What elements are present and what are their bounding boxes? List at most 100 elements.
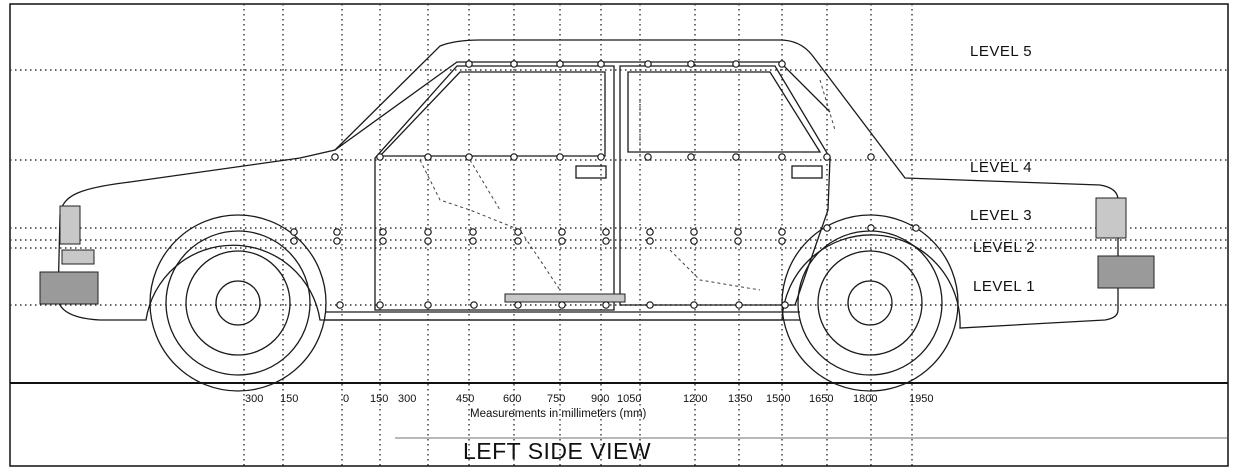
rear-bumper xyxy=(1097,255,1155,289)
measurement-point xyxy=(597,60,605,68)
axis-tick-label: 300 xyxy=(245,393,263,405)
front-hub xyxy=(215,280,261,326)
measurement-point xyxy=(556,60,564,68)
measurement-point xyxy=(331,153,339,161)
measurement-point xyxy=(336,301,344,309)
measurement-point xyxy=(379,228,387,236)
measurement-point xyxy=(690,237,698,245)
measurement-point xyxy=(465,60,473,68)
measurement-point xyxy=(781,301,789,309)
measurement-point xyxy=(778,228,786,236)
measurement-point xyxy=(867,224,875,232)
rear-window xyxy=(627,71,822,153)
measurement-point xyxy=(469,237,477,245)
front-wheel-arch xyxy=(149,214,327,392)
measurement-point xyxy=(333,228,341,236)
measurement-point xyxy=(867,153,875,161)
measurement-point xyxy=(690,228,698,236)
axis-tick-label: 600 xyxy=(503,393,521,405)
measurement-point xyxy=(690,301,698,309)
measurement-point xyxy=(510,153,518,161)
measurement-point xyxy=(644,153,652,161)
measurement-point xyxy=(556,153,564,161)
axis-tick-label: 150 xyxy=(370,393,388,405)
measurement-point xyxy=(470,301,478,309)
measurement-point xyxy=(778,60,786,68)
front-bumper xyxy=(39,271,99,305)
axis-tick-label: 900 xyxy=(591,393,609,405)
level-4-label: LEVEL 4 xyxy=(970,159,1032,176)
front-door-handle xyxy=(575,165,607,179)
rear-door xyxy=(619,65,831,306)
measurement-point xyxy=(687,60,695,68)
measurement-point xyxy=(602,301,610,309)
measurement-point xyxy=(424,237,432,245)
view-title: LEFT SIDE VIEW xyxy=(463,438,651,464)
level-3-label: LEVEL 3 xyxy=(970,207,1032,224)
frame xyxy=(9,3,1229,467)
measurement-point xyxy=(823,224,831,232)
measurement-point xyxy=(424,301,432,309)
measurement-point xyxy=(510,60,518,68)
floor-panel xyxy=(504,293,626,303)
axis-tick-label: 150 xyxy=(280,393,298,405)
measurement-point xyxy=(514,237,522,245)
front-door xyxy=(374,65,615,311)
axis-tick-label: 750 xyxy=(547,393,565,405)
measurement-point xyxy=(558,301,566,309)
front-wheel xyxy=(149,214,327,392)
level-2-label: LEVEL 2 xyxy=(973,239,1035,256)
measurement-point xyxy=(558,228,566,236)
measurement-point xyxy=(602,237,610,245)
measurement-point xyxy=(778,237,786,245)
level-1-label: LEVEL 1 xyxy=(973,278,1035,295)
measurement-point xyxy=(734,228,742,236)
measurement-point xyxy=(912,224,920,232)
measurement-point xyxy=(558,237,566,245)
axis-caption: Measurements in millimeters (mm) xyxy=(470,408,647,420)
measurement-point xyxy=(333,237,341,245)
measurement-point xyxy=(597,153,605,161)
measurement-point xyxy=(732,153,740,161)
rear-hub xyxy=(847,280,893,326)
measurement-point xyxy=(465,153,473,161)
seat-outline xyxy=(419,79,836,291)
measurement-point xyxy=(376,301,384,309)
measurement-point xyxy=(778,153,786,161)
measurement-point xyxy=(514,228,522,236)
rear-tire xyxy=(797,230,943,376)
rear-rim xyxy=(817,250,923,356)
axis-tick-label: 1950 xyxy=(909,393,933,405)
sill xyxy=(325,311,800,321)
rear-wheel-arch xyxy=(781,214,959,392)
measurement-point xyxy=(424,153,432,161)
axis-tick-label: 1500 xyxy=(766,393,790,405)
measurement-point xyxy=(646,237,654,245)
measurement-point xyxy=(823,153,831,161)
roofline-inner xyxy=(334,61,831,151)
car-outline xyxy=(57,39,1119,329)
measurement-point xyxy=(646,228,654,236)
axis-tick-label: 300 xyxy=(398,393,416,405)
car-body-outline xyxy=(57,39,1119,329)
axis-tick-label: 450 xyxy=(456,393,474,405)
measurement-point xyxy=(424,228,432,236)
measurement-point xyxy=(646,301,654,309)
front-turn-signal xyxy=(61,249,95,265)
measurement-point xyxy=(732,60,740,68)
measurement-point xyxy=(644,60,652,68)
rear-wheel xyxy=(781,214,959,392)
axis-tick-label: 1200 xyxy=(683,393,707,405)
axis-tick-label: 1800 xyxy=(853,393,877,405)
level-5-label: LEVEL 5 xyxy=(970,43,1032,60)
axis-tick-label: 1650 xyxy=(809,393,833,405)
axis-tick-label: 1050 xyxy=(617,393,641,405)
rear-door-handle xyxy=(791,165,823,179)
front-window xyxy=(378,71,606,157)
measurement-point xyxy=(514,301,522,309)
headlight xyxy=(59,205,81,245)
taillight xyxy=(1095,197,1127,239)
